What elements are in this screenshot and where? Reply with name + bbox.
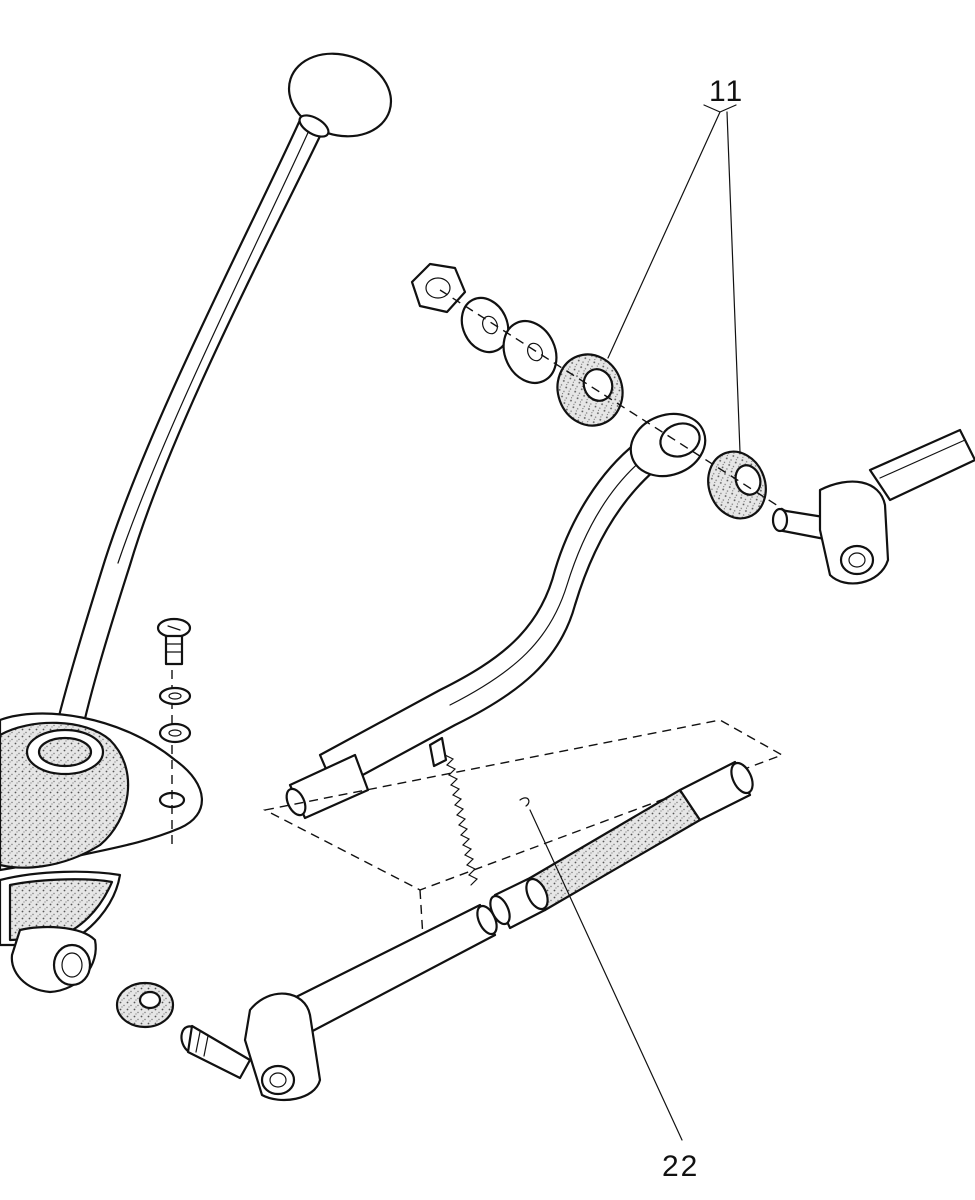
lower-clevis	[243, 992, 322, 1102]
clevis-pin	[180, 1024, 252, 1080]
leader-11-a	[607, 111, 721, 359]
dashed-outline	[262, 719, 784, 891]
selector-rod-upper	[285, 412, 707, 820]
lever-base-housing	[0, 640, 203, 994]
lower-bush	[115, 981, 175, 1029]
callout-22: 22	[662, 1150, 699, 1183]
hex-nut	[410, 262, 467, 314]
selector-rod-lower	[288, 760, 754, 1037]
tension-spring	[444, 754, 479, 886]
callout-11: 11	[709, 75, 744, 108]
upper-clevis	[818, 428, 975, 585]
mounting-screw	[156, 617, 192, 666]
spring-washer	[158, 686, 192, 706]
rod-spring-bracket	[428, 736, 530, 886]
washer-2	[502, 320, 558, 384]
washer-1	[460, 296, 510, 354]
upper-clevis-pin	[771, 507, 832, 542]
plain-washer	[158, 722, 192, 744]
gear-lever	[50, 52, 393, 752]
leader-22	[529, 809, 683, 1141]
leader-11-b	[726, 111, 741, 453]
bush-upper	[556, 353, 624, 427]
bush-lower	[707, 450, 767, 520]
